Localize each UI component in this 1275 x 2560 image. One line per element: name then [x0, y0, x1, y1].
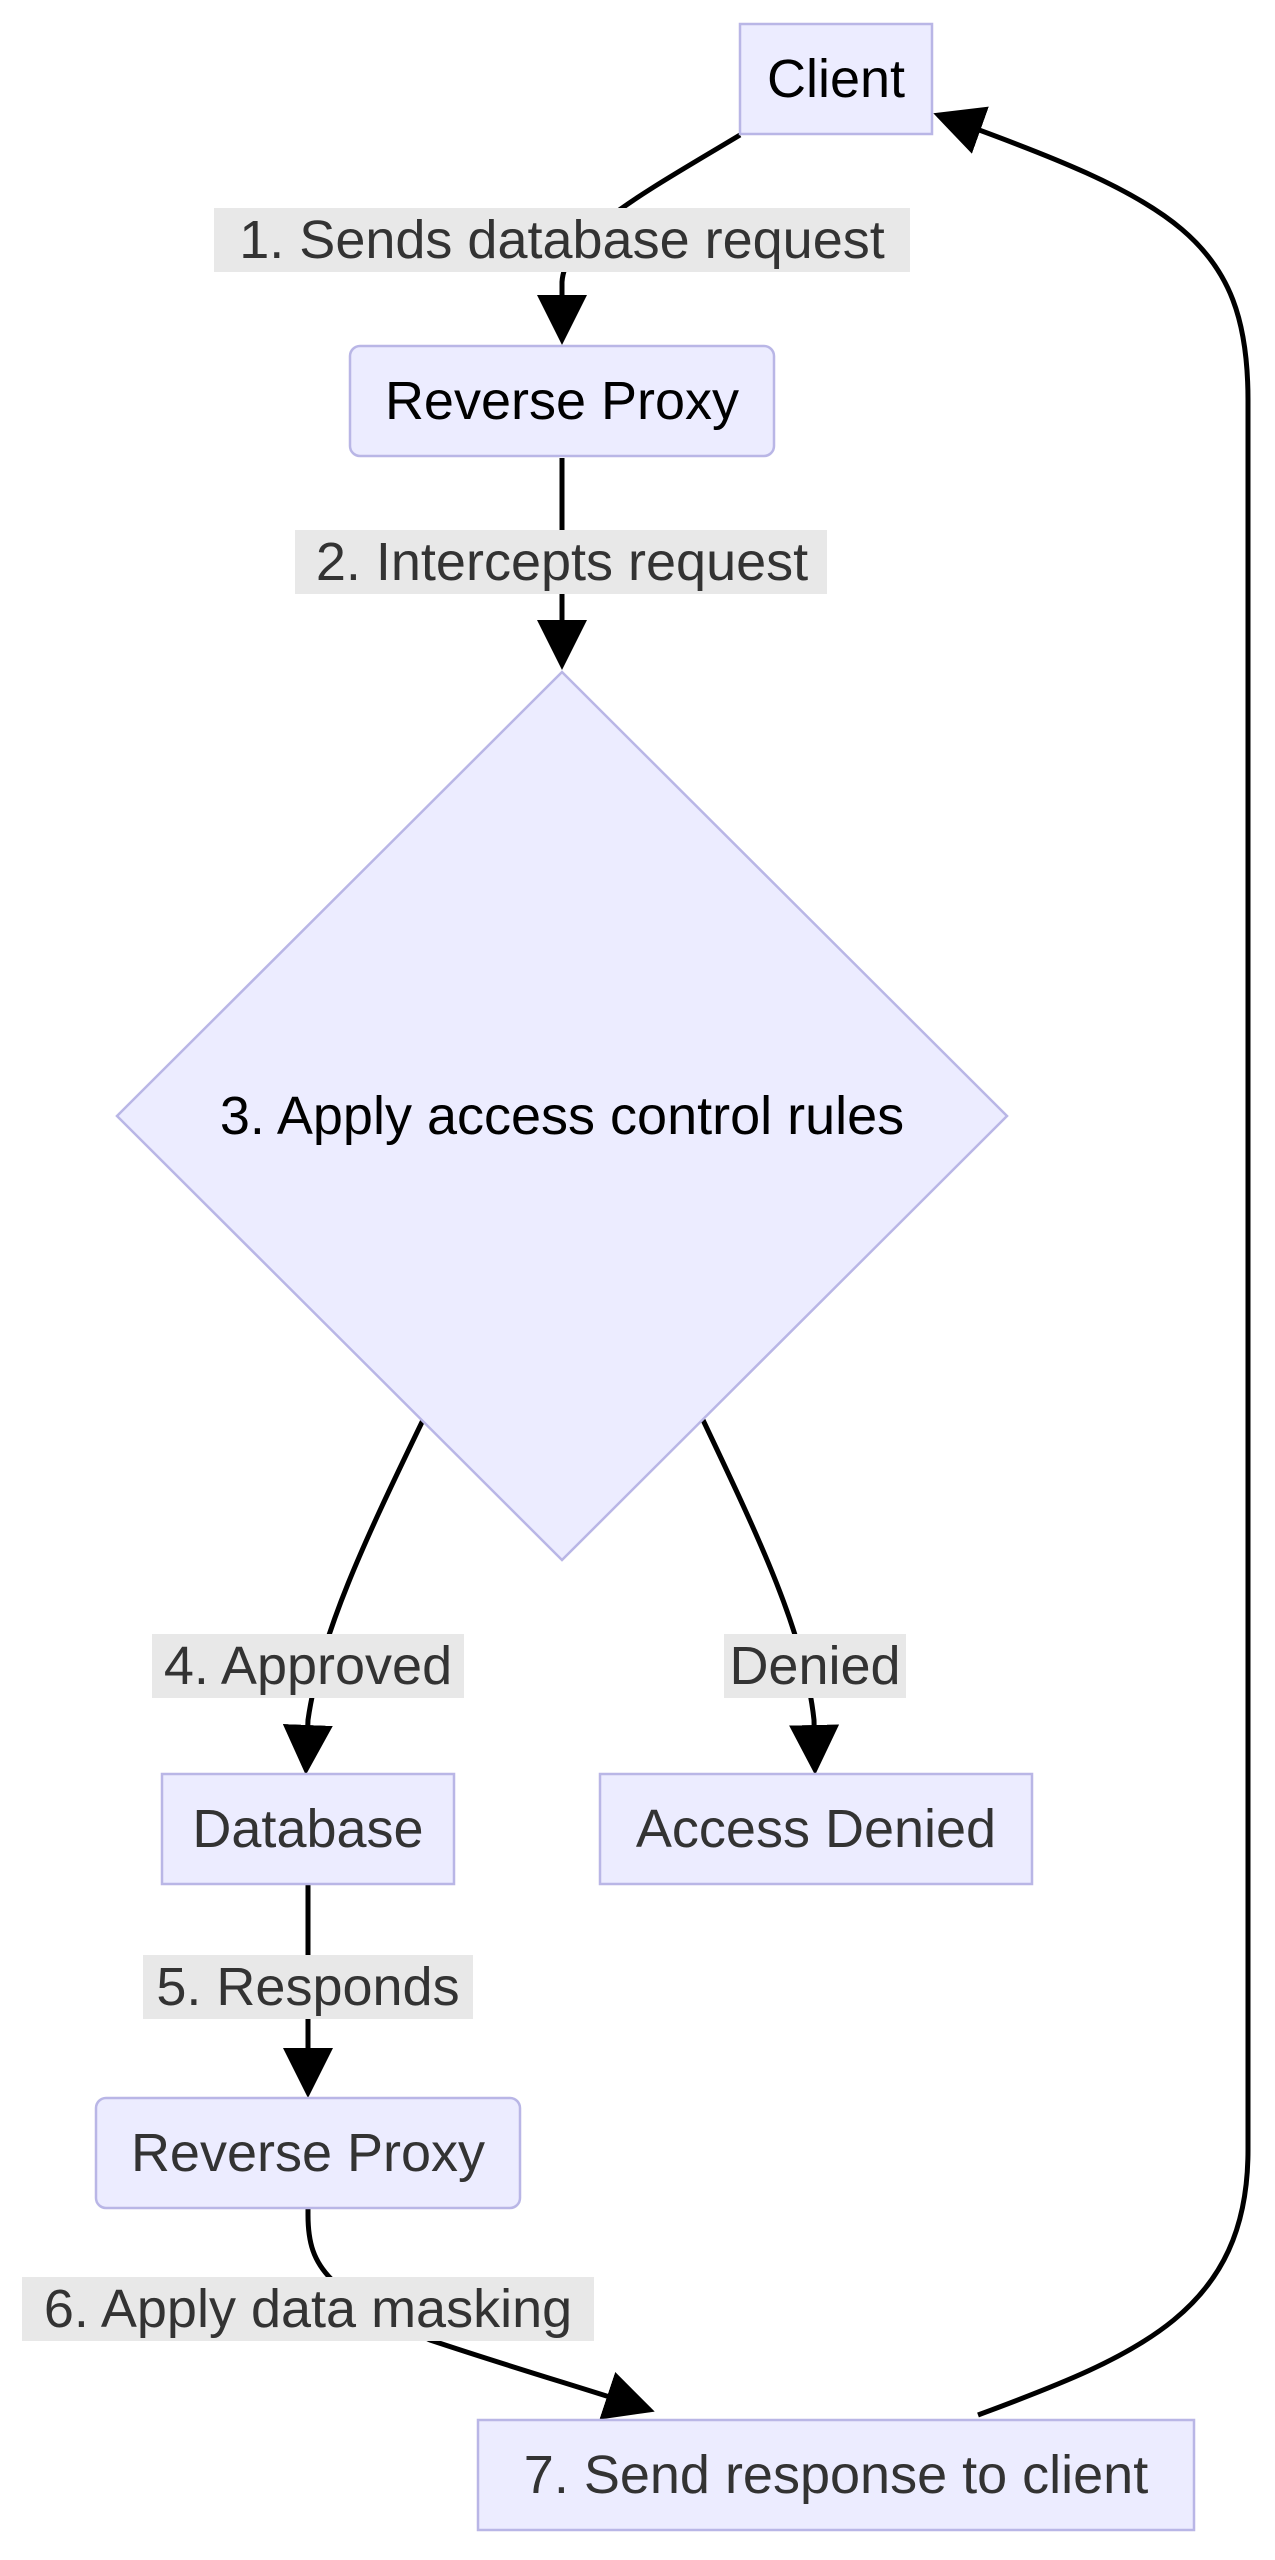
edge-label-denied: Denied: [724, 1634, 906, 1698]
edge-label-responds: 5. Responds: [143, 1955, 473, 2019]
node-access-denied-label: Access Denied: [636, 1799, 996, 1859]
node-access-rules-decision[interactable]: 3. Apply access control rules: [115, 670, 1009, 1562]
node-database[interactable]: Database: [160, 1772, 456, 1886]
edge-label-approved-text: 4. Approved: [164, 1636, 452, 1696]
edge-label-intercepts-text: 2. Intercepts request: [316, 532, 808, 592]
node-reverse-proxy-inbound[interactable]: Reverse Proxy: [348, 344, 776, 458]
edge-label-denied-text: Denied: [729, 1636, 900, 1696]
edge-rules-to-denied: [700, 1418, 840, 1775]
node-reverse-proxy-outbound[interactable]: Reverse Proxy: [94, 2096, 522, 2210]
edge-label-masking-text: 6. Apply data masking: [44, 2279, 572, 2339]
edge-response-to-client: [933, 106, 1251, 2418]
edge-rules-to-database: [282, 1418, 426, 1775]
edge-label-responds-text: 5. Responds: [156, 1957, 459, 2017]
edge-label-masking: 6. Apply data masking: [22, 2277, 594, 2341]
node-client-label: Client: [767, 49, 905, 109]
node-client[interactable]: Client: [738, 22, 934, 136]
node-access-rules-label: 3. Apply access control rules: [220, 1086, 904, 1146]
node-access-denied[interactable]: Access Denied: [598, 1772, 1034, 1886]
node-reverse-proxy-outbound-label: Reverse Proxy: [131, 2123, 485, 2183]
edge-label-sends-request: 1. Sends database request: [214, 208, 910, 272]
edge-label-approved: 4. Approved: [152, 1634, 464, 1698]
node-send-response-label: 7. Send response to client: [524, 2445, 1148, 2505]
node-reverse-proxy-inbound-label: Reverse Proxy: [385, 371, 739, 431]
edge-label-intercepts: 2. Intercepts request: [295, 530, 827, 594]
edge-label-sends-request-text: 1. Sends database request: [239, 210, 884, 270]
node-send-response[interactable]: 7. Send response to client: [476, 2418, 1196, 2532]
node-database-label: Database: [192, 1799, 423, 1859]
